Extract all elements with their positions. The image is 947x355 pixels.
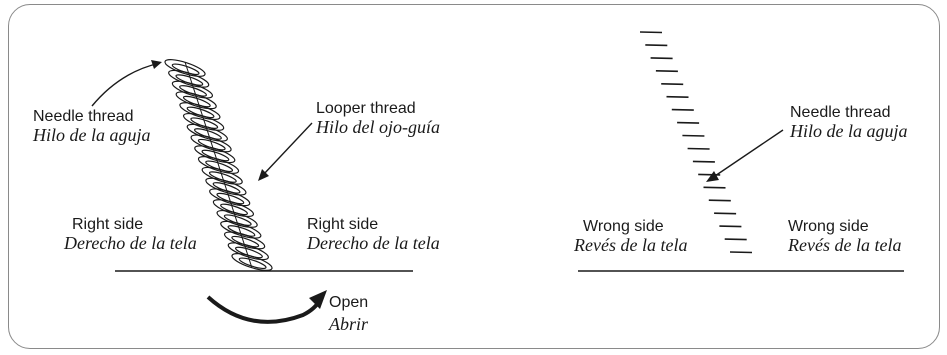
stitch-loop	[231, 253, 273, 271]
open-arrow	[206, 295, 322, 324]
stitch-loop	[190, 134, 232, 153]
needle-thread-pointer-left	[91, 62, 161, 107]
needle-thread-dash	[671, 108, 694, 111]
needle-thread-dash	[703, 186, 726, 189]
looper-thread-label: Looper thread Hilo del ojo-guía	[316, 100, 440, 137]
needle-thread-dash	[639, 31, 663, 34]
open-en: Open	[329, 294, 369, 311]
stitch-loop	[168, 69, 210, 88]
needle-thread-arrowhead-right	[706, 171, 719, 182]
needle-thread-dash	[687, 147, 710, 150]
needle-thread-dash	[724, 238, 747, 241]
right-side-label-left: Right side Derecho de la tela	[64, 216, 197, 253]
stitch-loop	[212, 199, 255, 218]
right-side-en-right: Right side	[307, 216, 379, 233]
needle-thread-es-right: Hilo de la aguja	[790, 120, 908, 141]
open-es: Abrir	[329, 313, 369, 334]
needle-thread-en-left: Needle thread	[33, 108, 134, 125]
stitch-loop	[164, 59, 206, 77]
stitch-loop	[186, 123, 228, 142]
stitch-loop	[194, 145, 236, 164]
needle-thread-dash	[692, 160, 715, 163]
stitch-loop	[197, 156, 240, 174]
wrong-side-en-left: Wrong side	[583, 218, 664, 235]
wrong-side-en-right: Wrong side	[788, 218, 869, 235]
stitch-loop	[216, 209, 258, 228]
needle-thread-dash	[719, 225, 742, 228]
chain-center-thread	[184, 61, 253, 269]
stitch-loop	[182, 112, 225, 131]
needle-thread-dash	[729, 251, 753, 254]
needle-thread-dashes	[639, 31, 753, 254]
stitch-loop	[220, 220, 262, 239]
looper-thread-es: Hilo del ojo-guía	[316, 116, 440, 137]
stitch-loop	[201, 166, 243, 185]
needle-thread-dash	[666, 95, 689, 98]
needle-thread-en-right: Needle thread	[790, 104, 891, 121]
needle-thread-label-right: Needle thread Hilo de la aguja	[790, 104, 908, 141]
wrong-side-label-right: Wrong side Revés de la tela	[788, 218, 901, 255]
needle-thread-label-left: Needle thread Hilo de la aguja	[33, 108, 151, 145]
stitch-loop	[179, 102, 221, 121]
stitch-loop	[205, 177, 247, 196]
needle-thread-dash	[682, 134, 705, 137]
needle-thread-dash	[714, 212, 737, 215]
looper-thread-pointer	[262, 122, 313, 176]
stitch-loop	[209, 188, 251, 207]
needle-thread-arrowhead-left	[151, 60, 162, 69]
needle-thread-dash	[655, 70, 678, 73]
open-arrowhead	[309, 290, 327, 309]
needle-thread-dash	[645, 44, 668, 47]
diagram-frame	[8, 4, 940, 349]
wrong-side-label-left: Wrong side Revés de la tela	[574, 218, 687, 255]
stitch-loop	[227, 242, 269, 261]
stitch-loop	[223, 231, 266, 250]
looper-thread-arrowhead	[258, 169, 269, 181]
overlock-stitch-chain	[164, 59, 273, 271]
right-side-en-left: Right side	[72, 216, 144, 233]
needle-thread-dash	[661, 83, 684, 86]
right-side-es-left: Derecho de la tela	[64, 232, 197, 253]
needle-thread-es-left: Hilo de la aguja	[33, 124, 151, 145]
looper-thread-en: Looper thread	[316, 100, 416, 117]
wrong-side-es-left: Revés de la tela	[574, 234, 688, 255]
stitch-loop	[175, 91, 217, 110]
open-label: Open Abrir	[329, 294, 368, 334]
needle-thread-dash	[708, 199, 731, 202]
needle-thread-pointer-right	[711, 129, 784, 179]
stitch-loop	[171, 80, 214, 99]
wrong-side-es-right: Revés de la tela	[788, 234, 902, 255]
right-side-es-right: Derecho de la tela	[307, 232, 440, 253]
needle-thread-dash	[650, 57, 673, 60]
needle-thread-dash	[677, 121, 700, 124]
right-side-label-right: Right side Derecho de la tela	[307, 216, 440, 253]
